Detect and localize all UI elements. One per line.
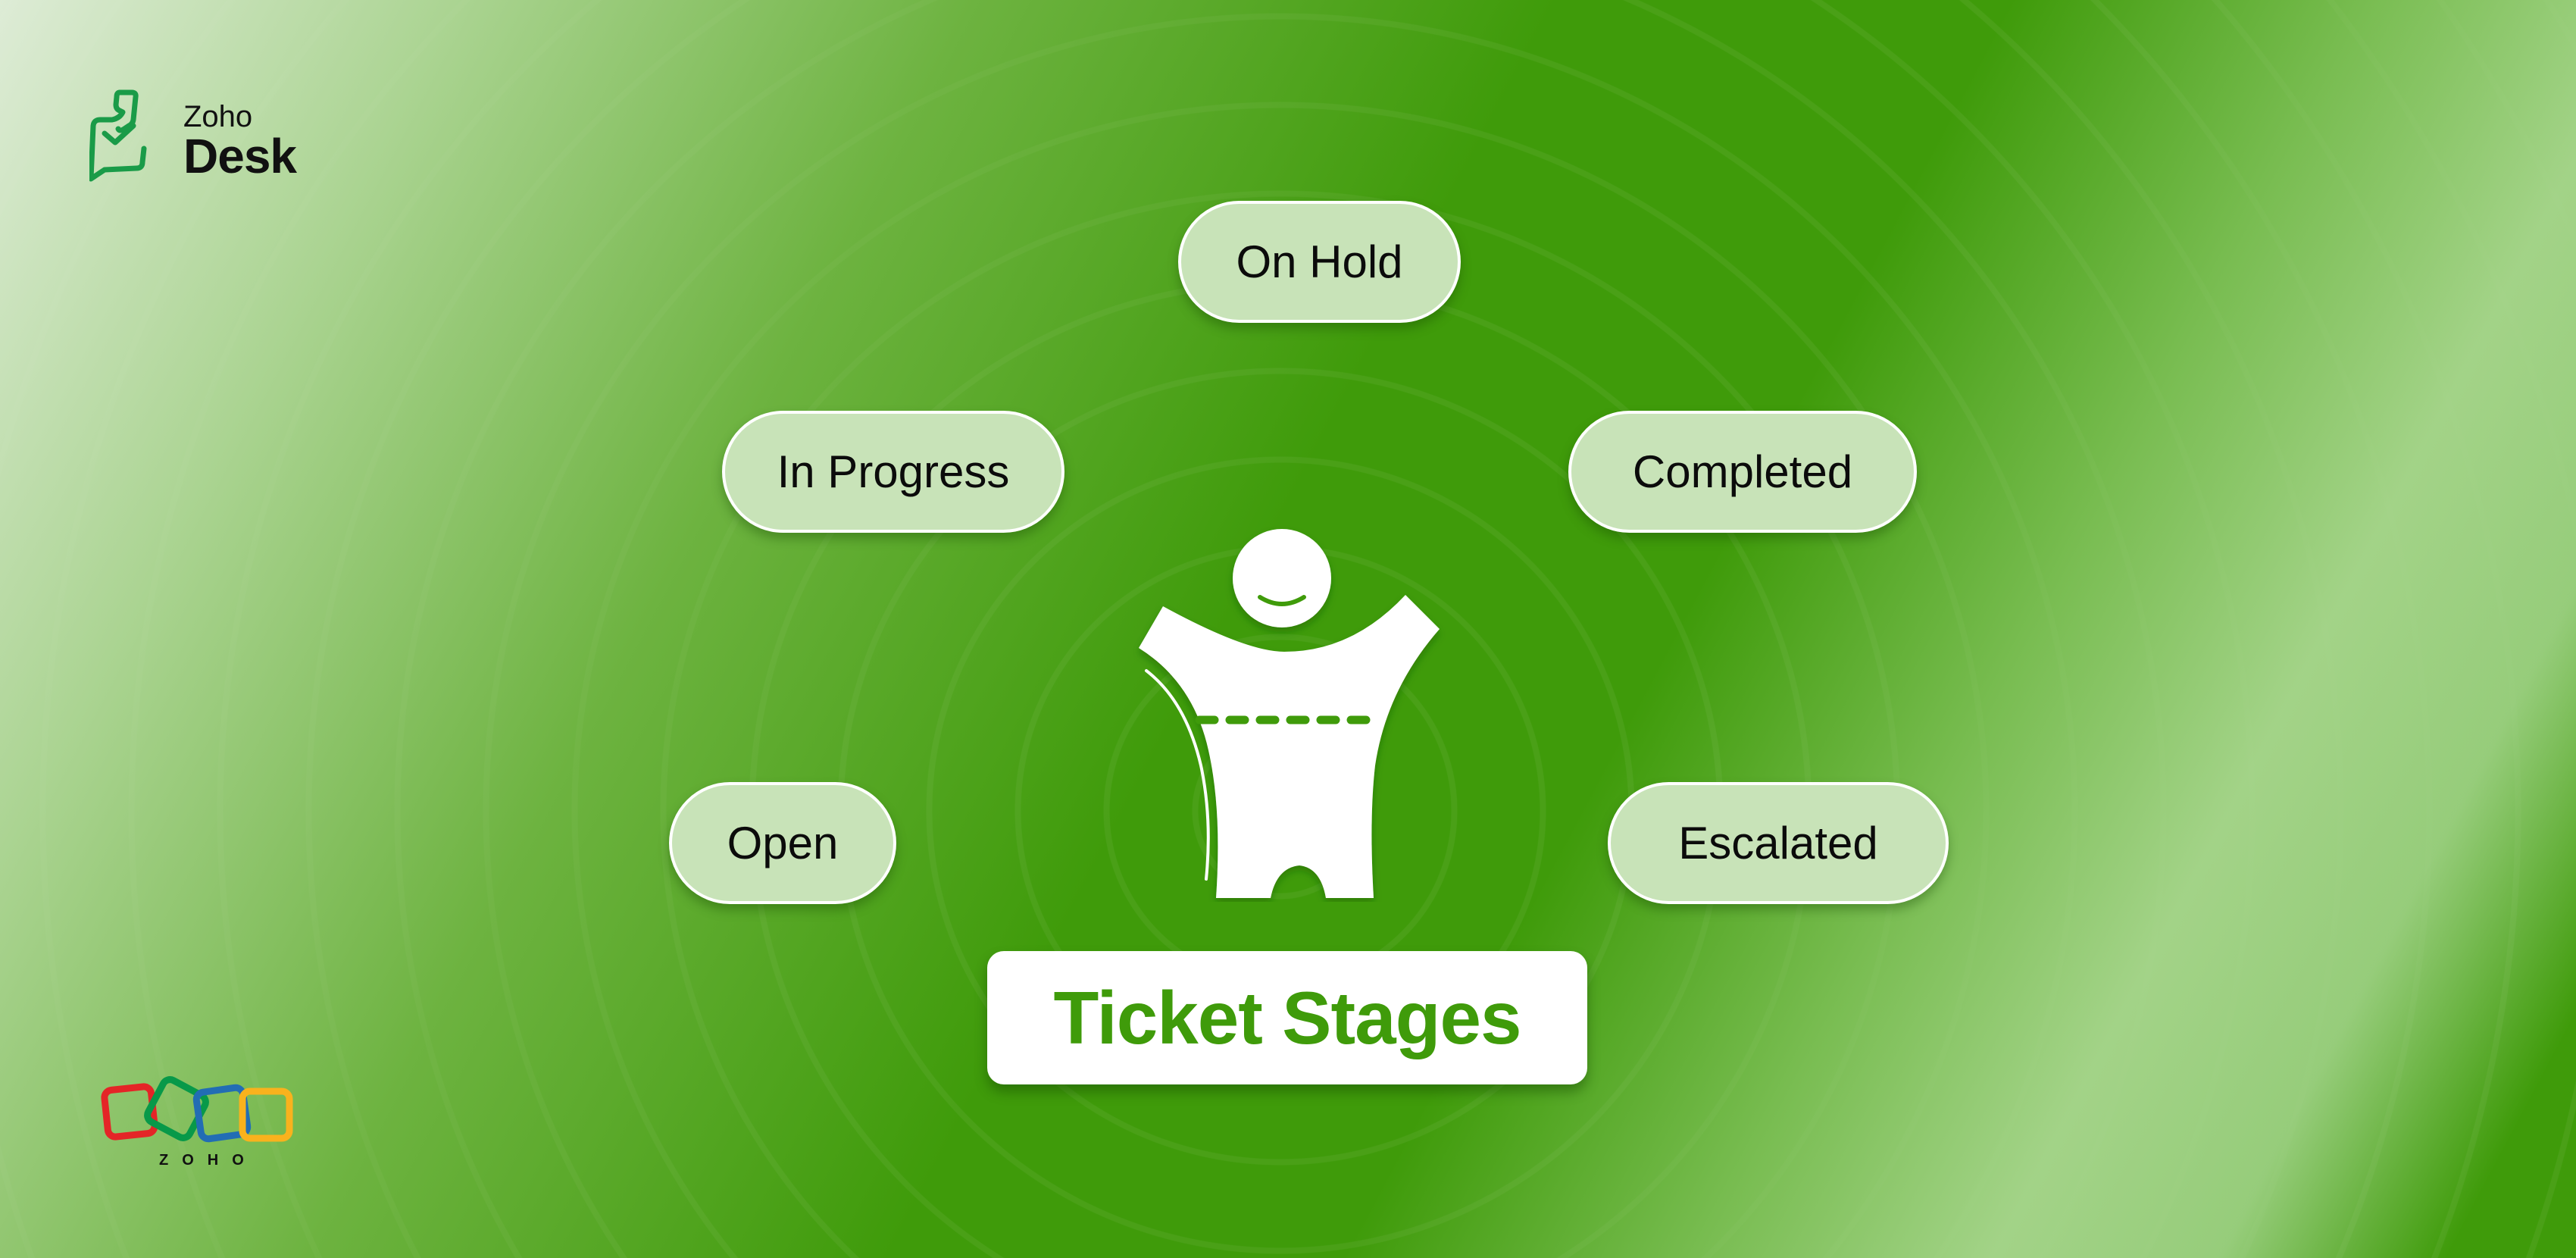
logo-line-zoho: Zoho [183,100,253,133]
stage-pill-on-hold: On Hold [1178,201,1461,323]
zoho-desk-logo: Zoho Desk [89,89,297,185]
zoho-four-squares-icon [101,1076,293,1143]
logo-line-desk: Desk [183,129,297,183]
zoho-company-logo: ZOHO [98,1076,303,1169]
stage-label: In Progress [777,446,1010,497]
stage-label: On Hold [1236,236,1403,287]
stage-label: Escalated [1678,818,1878,868]
stage-pill-open: Open [669,782,896,904]
stage-pill-completed: Completed [1568,411,1917,533]
page-title: Ticket Stages [1053,975,1521,1059]
title-card: Ticket Stages [987,951,1587,1084]
stage-label: Completed [1632,446,1853,497]
zoho-wordmark: ZOHO [159,1152,258,1169]
zoho-desk-chat-check-icon [89,89,147,182]
stage-label: Open [727,818,839,868]
happy-person-arms-raised-icon [1139,529,1440,898]
stage-pill-escalated: Escalated [1608,782,1949,904]
stage-pill-in-progress: In Progress [722,411,1064,533]
